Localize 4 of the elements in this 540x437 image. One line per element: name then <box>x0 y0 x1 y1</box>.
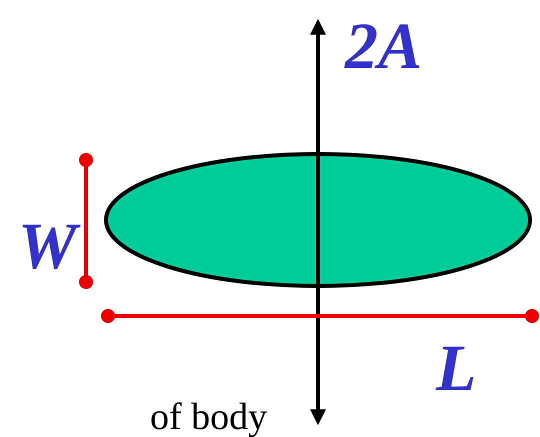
axis-label: 2A <box>345 14 422 80</box>
dimension-label: L <box>436 336 476 402</box>
ellipse-shape <box>104 152 532 288</box>
caption-text: of body <box>150 398 268 436</box>
